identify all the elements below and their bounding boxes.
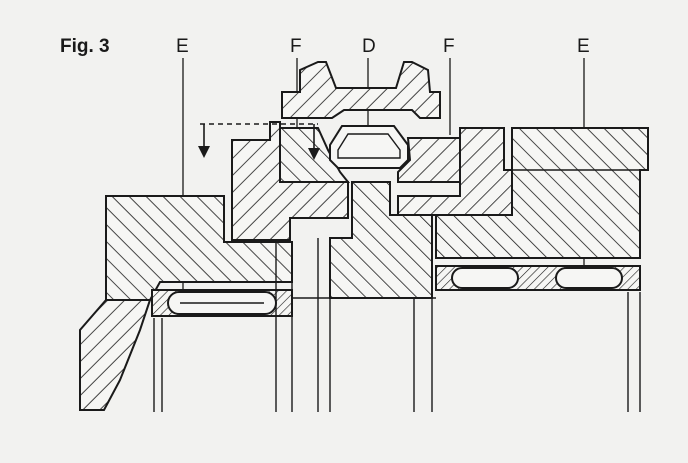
gear-right — [435, 127, 649, 259]
label-f-right: F — [443, 36, 455, 57]
label-e-left: E — [176, 36, 189, 57]
gear-left-flange — [79, 299, 152, 411]
needle-roller-right-2 — [555, 267, 623, 289]
shift-direction-arrow — [198, 123, 320, 160]
label-f-left: F — [290, 36, 302, 57]
figure-caption: Fig. 3 — [60, 36, 110, 57]
sleeve-d-inner — [337, 133, 401, 159]
label-e-right: E — [577, 36, 590, 57]
sleeve-d — [329, 125, 409, 169]
needle-roller-right-1 — [451, 267, 519, 289]
label-d-center: D — [362, 36, 376, 57]
shift-fork — [281, 61, 441, 119]
main-shaft — [153, 238, 641, 412]
